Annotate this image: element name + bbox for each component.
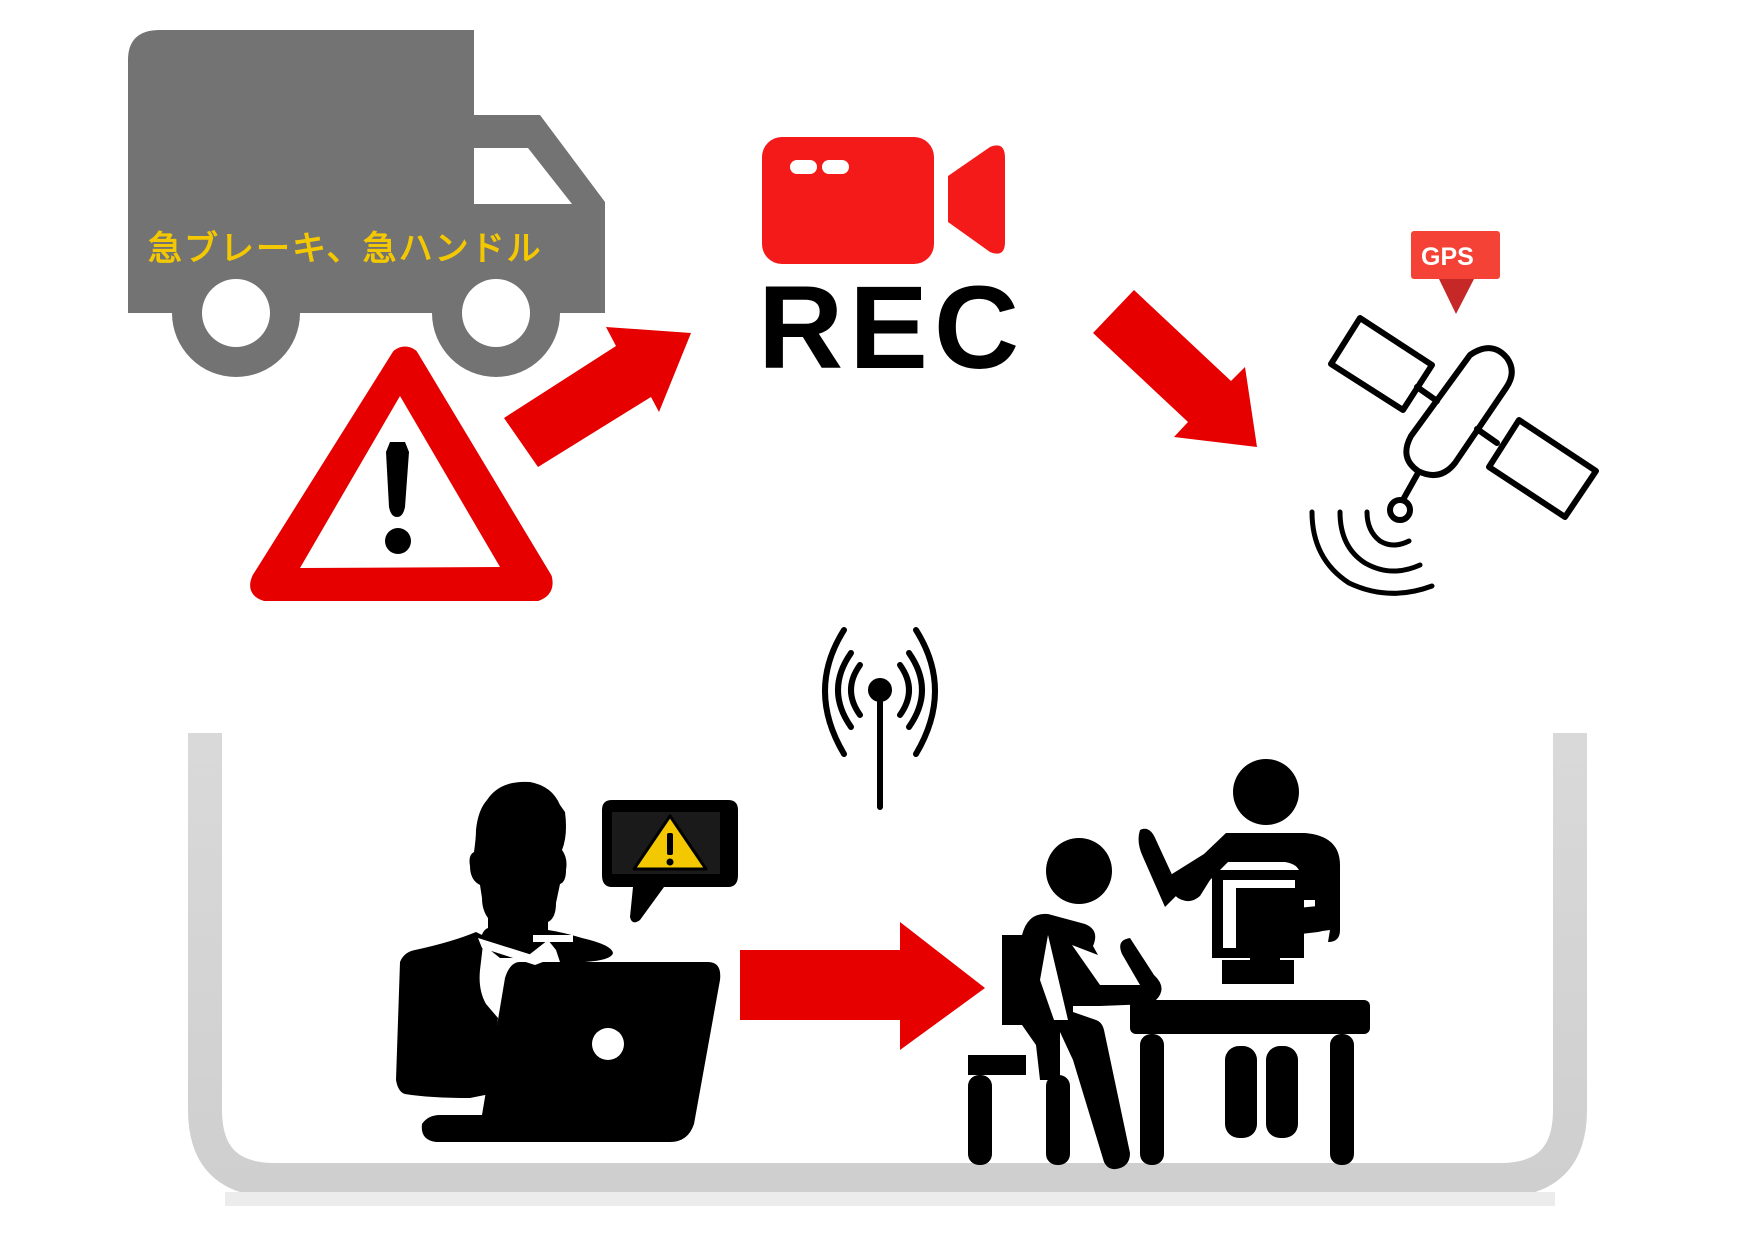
driver-instruction-icon xyxy=(968,759,1370,1170)
video-camera-icon xyxy=(762,137,1005,264)
operator-laptop-icon xyxy=(396,781,721,1142)
arrow-operator-to-driver xyxy=(740,922,985,1050)
arrow-truck-to-rec xyxy=(504,327,691,467)
antenna-icon xyxy=(822,627,938,810)
warning-triangle-icon xyxy=(250,346,553,601)
gps-label: GPS xyxy=(1421,243,1474,271)
satellite-icon xyxy=(1309,315,1599,596)
rec-label: REC xyxy=(758,262,1025,394)
truck-icon: 急ブレーキ、急ハンドル xyxy=(128,30,605,377)
gps-pin-icon: GPS xyxy=(1411,231,1500,314)
truck-label: 急ブレーキ、急ハンドル xyxy=(148,229,543,269)
arrow-rec-to-satellite-shape xyxy=(1093,290,1257,447)
alert-bubble-icon xyxy=(602,800,738,923)
office-tray-icon xyxy=(188,733,1587,1206)
